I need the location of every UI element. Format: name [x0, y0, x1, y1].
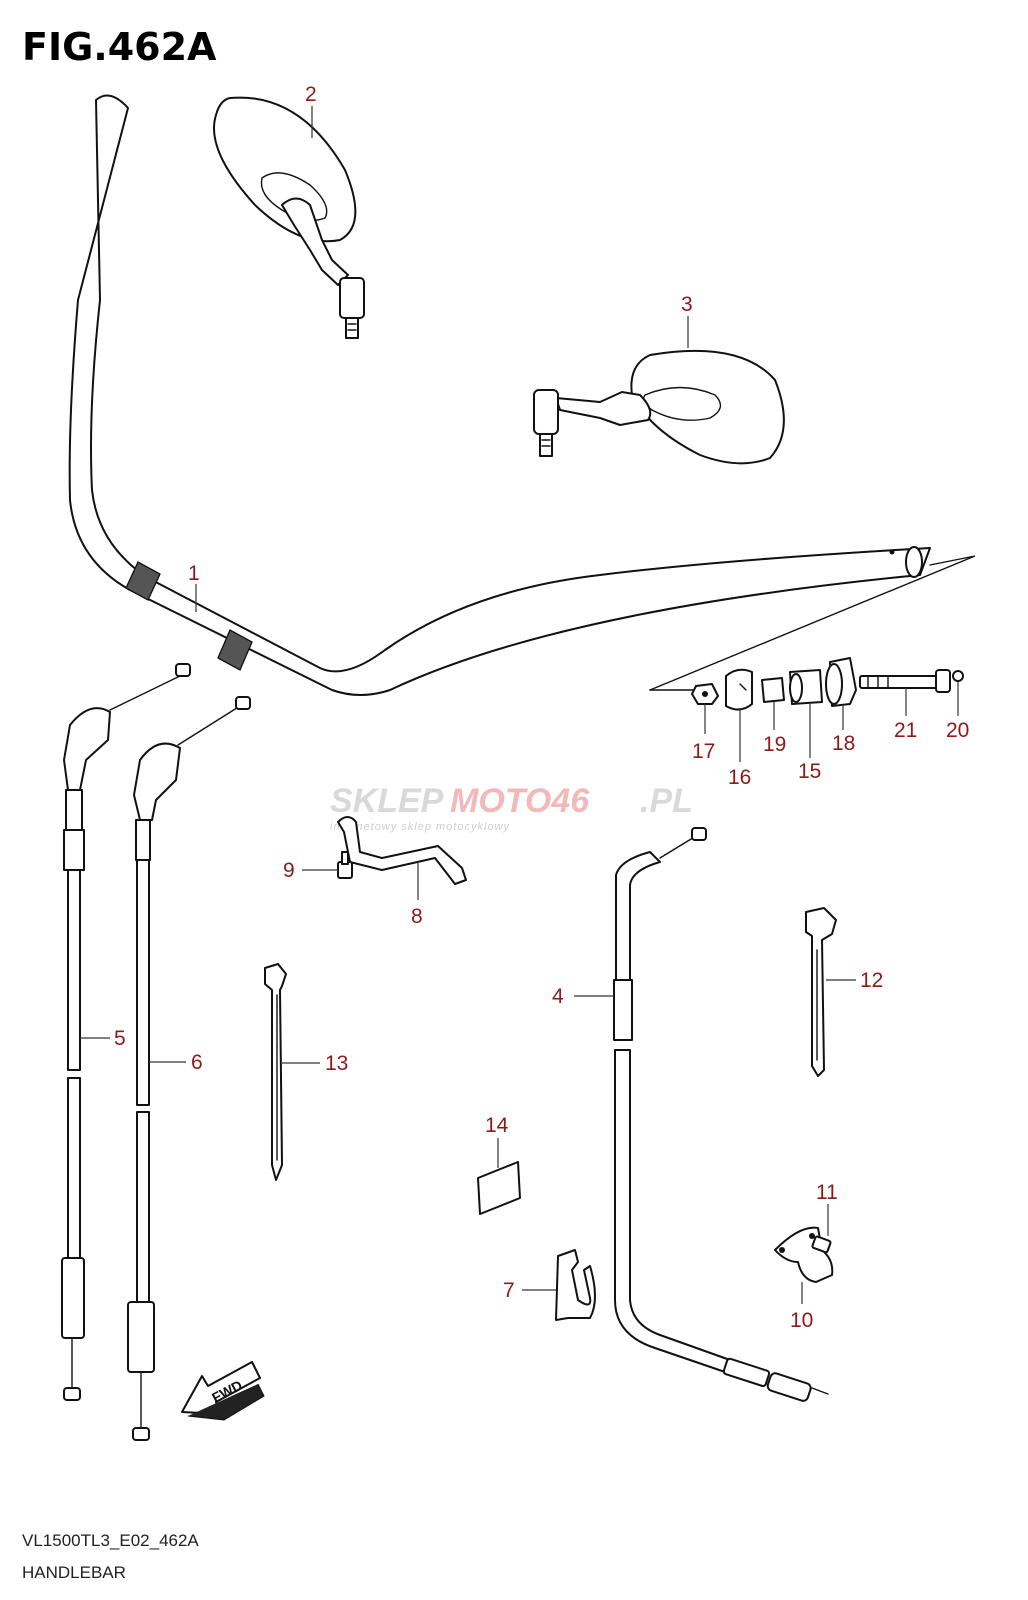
- callout-7: 7: [503, 1279, 515, 1302]
- callout-11: 11: [816, 1181, 838, 1204]
- callouts: 1 2 3 4 5 6 7 8 9 10 11 12 13 14 15 16 1: [80, 83, 969, 1332]
- callout-6: 6: [191, 1051, 203, 1074]
- callout-17: 17: [692, 740, 715, 763]
- callout-16: 16: [728, 766, 751, 789]
- watermark-brand-c: .PL: [640, 782, 693, 820]
- throttle-cable-pull-part: [61, 663, 191, 1401]
- throttle-cable-return-part: [127, 696, 251, 1441]
- callout-20: 20: [946, 719, 969, 742]
- callout-21: 21: [894, 719, 917, 742]
- nut-17-part: [691, 683, 719, 705]
- callout-18: 18: [832, 732, 855, 755]
- cable-tie-12-part: [805, 907, 837, 1077]
- collar-16-part: [725, 668, 753, 711]
- callout-1: 1: [188, 562, 200, 585]
- callout-2: 2: [305, 83, 317, 106]
- callout-13: 13: [325, 1052, 348, 1075]
- model-code: VL1500TL3_E02_462A: [22, 1531, 199, 1550]
- watermark-tagline: internetowy sklep motocyklowy: [330, 821, 511, 833]
- callout-5: 5: [114, 1027, 126, 1050]
- callout-9: 9: [283, 859, 295, 882]
- clutch-cable-part: [613, 827, 829, 1402]
- label-sticker-part: [477, 1161, 521, 1215]
- collar-15-part: [789, 669, 823, 705]
- mirror-left-part: [213, 96, 365, 339]
- callout-12: 12: [860, 969, 883, 992]
- cable-clamp-part: [555, 1249, 596, 1321]
- collar-19-part: [761, 677, 785, 703]
- bolt-21-part: [859, 669, 951, 693]
- callout-14: 14: [485, 1114, 509, 1137]
- wire-guide-part: [337, 816, 467, 885]
- bracket-10-part: [774, 1226, 834, 1283]
- washer-20-part: [952, 670, 964, 682]
- figure-title: FIG.462A: [22, 25, 217, 69]
- callout-10: 10: [790, 1309, 813, 1332]
- cable-tie-13-part: [264, 963, 287, 1181]
- section-name: HANDLEBAR: [22, 1563, 126, 1582]
- callout-3: 3: [681, 293, 693, 316]
- watermark-brand-a: SKLEP: [330, 782, 444, 820]
- callout-15: 15: [798, 760, 821, 783]
- weight-18-part: [825, 657, 857, 707]
- watermark-brand-b: MOTO46: [450, 782, 590, 820]
- callout-8: 8: [411, 905, 423, 928]
- watermark: SKLEP MOTO46 .PL internetowy sklep motoc…: [330, 782, 693, 833]
- callout-4: 4: [552, 985, 564, 1008]
- bolt-11-part: [811, 1235, 832, 1254]
- handlebar-part: [68, 94, 976, 696]
- mirror-right-part: [533, 349, 785, 465]
- callout-19: 19: [763, 733, 786, 756]
- forward-direction-arrow: FWD: [181, 1361, 265, 1421]
